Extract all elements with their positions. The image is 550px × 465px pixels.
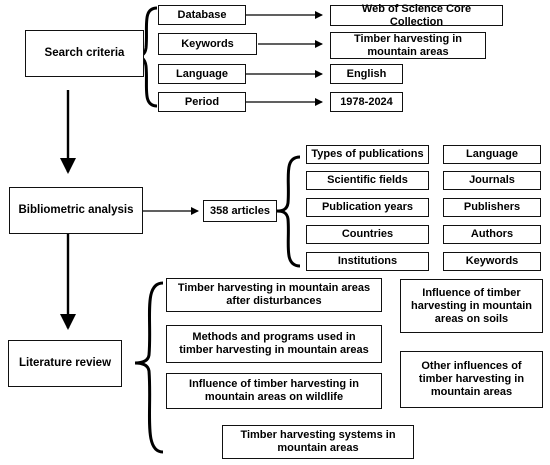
bibliometric-item-publication-years: Publication years xyxy=(306,198,429,217)
topic-after-disturbances: Timber harvesting in mountain areas afte… xyxy=(166,278,382,312)
bibliometric-item-language: Language xyxy=(443,145,541,164)
topic-influence-on-wildlife: Influence of timber harvesting in mounta… xyxy=(166,373,382,409)
topic-methods-and-programs: Methods and programs used in timber harv… xyxy=(166,325,382,363)
criteria-value-keywords: Timber harvesting in mountain areas xyxy=(330,32,486,59)
criteria-key-keywords: Keywords xyxy=(158,33,257,55)
topic-influence-on-soils: Influence of timber harvesting in mounta… xyxy=(400,279,543,333)
brace-bibliometric xyxy=(276,155,301,268)
bibliometric-analysis-box: Bibliometric analysis xyxy=(9,187,143,234)
criteria-key-period: Period xyxy=(158,92,246,112)
criteria-value-language: English xyxy=(330,64,403,84)
articles-count-box: 358 articles xyxy=(203,200,277,222)
criteria-value-period: 1978-2024 xyxy=(330,92,403,112)
bibliometric-item-countries: Countries xyxy=(306,225,429,244)
criteria-value-database: Web of Science Core Collection xyxy=(330,3,503,28)
bibliometric-item-types-of-publications: Types of publications xyxy=(306,145,429,164)
topic-harvesting-systems: Timber harvesting systems in mountain ar… xyxy=(222,425,414,459)
bibliometric-item-publishers: Publishers xyxy=(443,198,541,217)
bibliometric-item-authors: Authors xyxy=(443,225,541,244)
criteria-key-language: Language xyxy=(158,64,246,84)
search-criteria-box: Search criteria xyxy=(25,30,144,77)
bibliometric-item-journals: Journals xyxy=(443,171,541,190)
bibliometric-item-institutions: Institutions xyxy=(306,252,429,271)
brace-literature xyxy=(134,281,164,454)
bibliometric-item-scientific-fields: Scientific fields xyxy=(306,171,429,190)
literature-review-box: Literature review xyxy=(8,340,122,387)
criteria-key-database: Database xyxy=(158,5,246,25)
bibliometric-item-keywords: Keywords xyxy=(443,252,541,271)
topic-other-influences: Other influences of timber harvesting in… xyxy=(400,351,543,408)
